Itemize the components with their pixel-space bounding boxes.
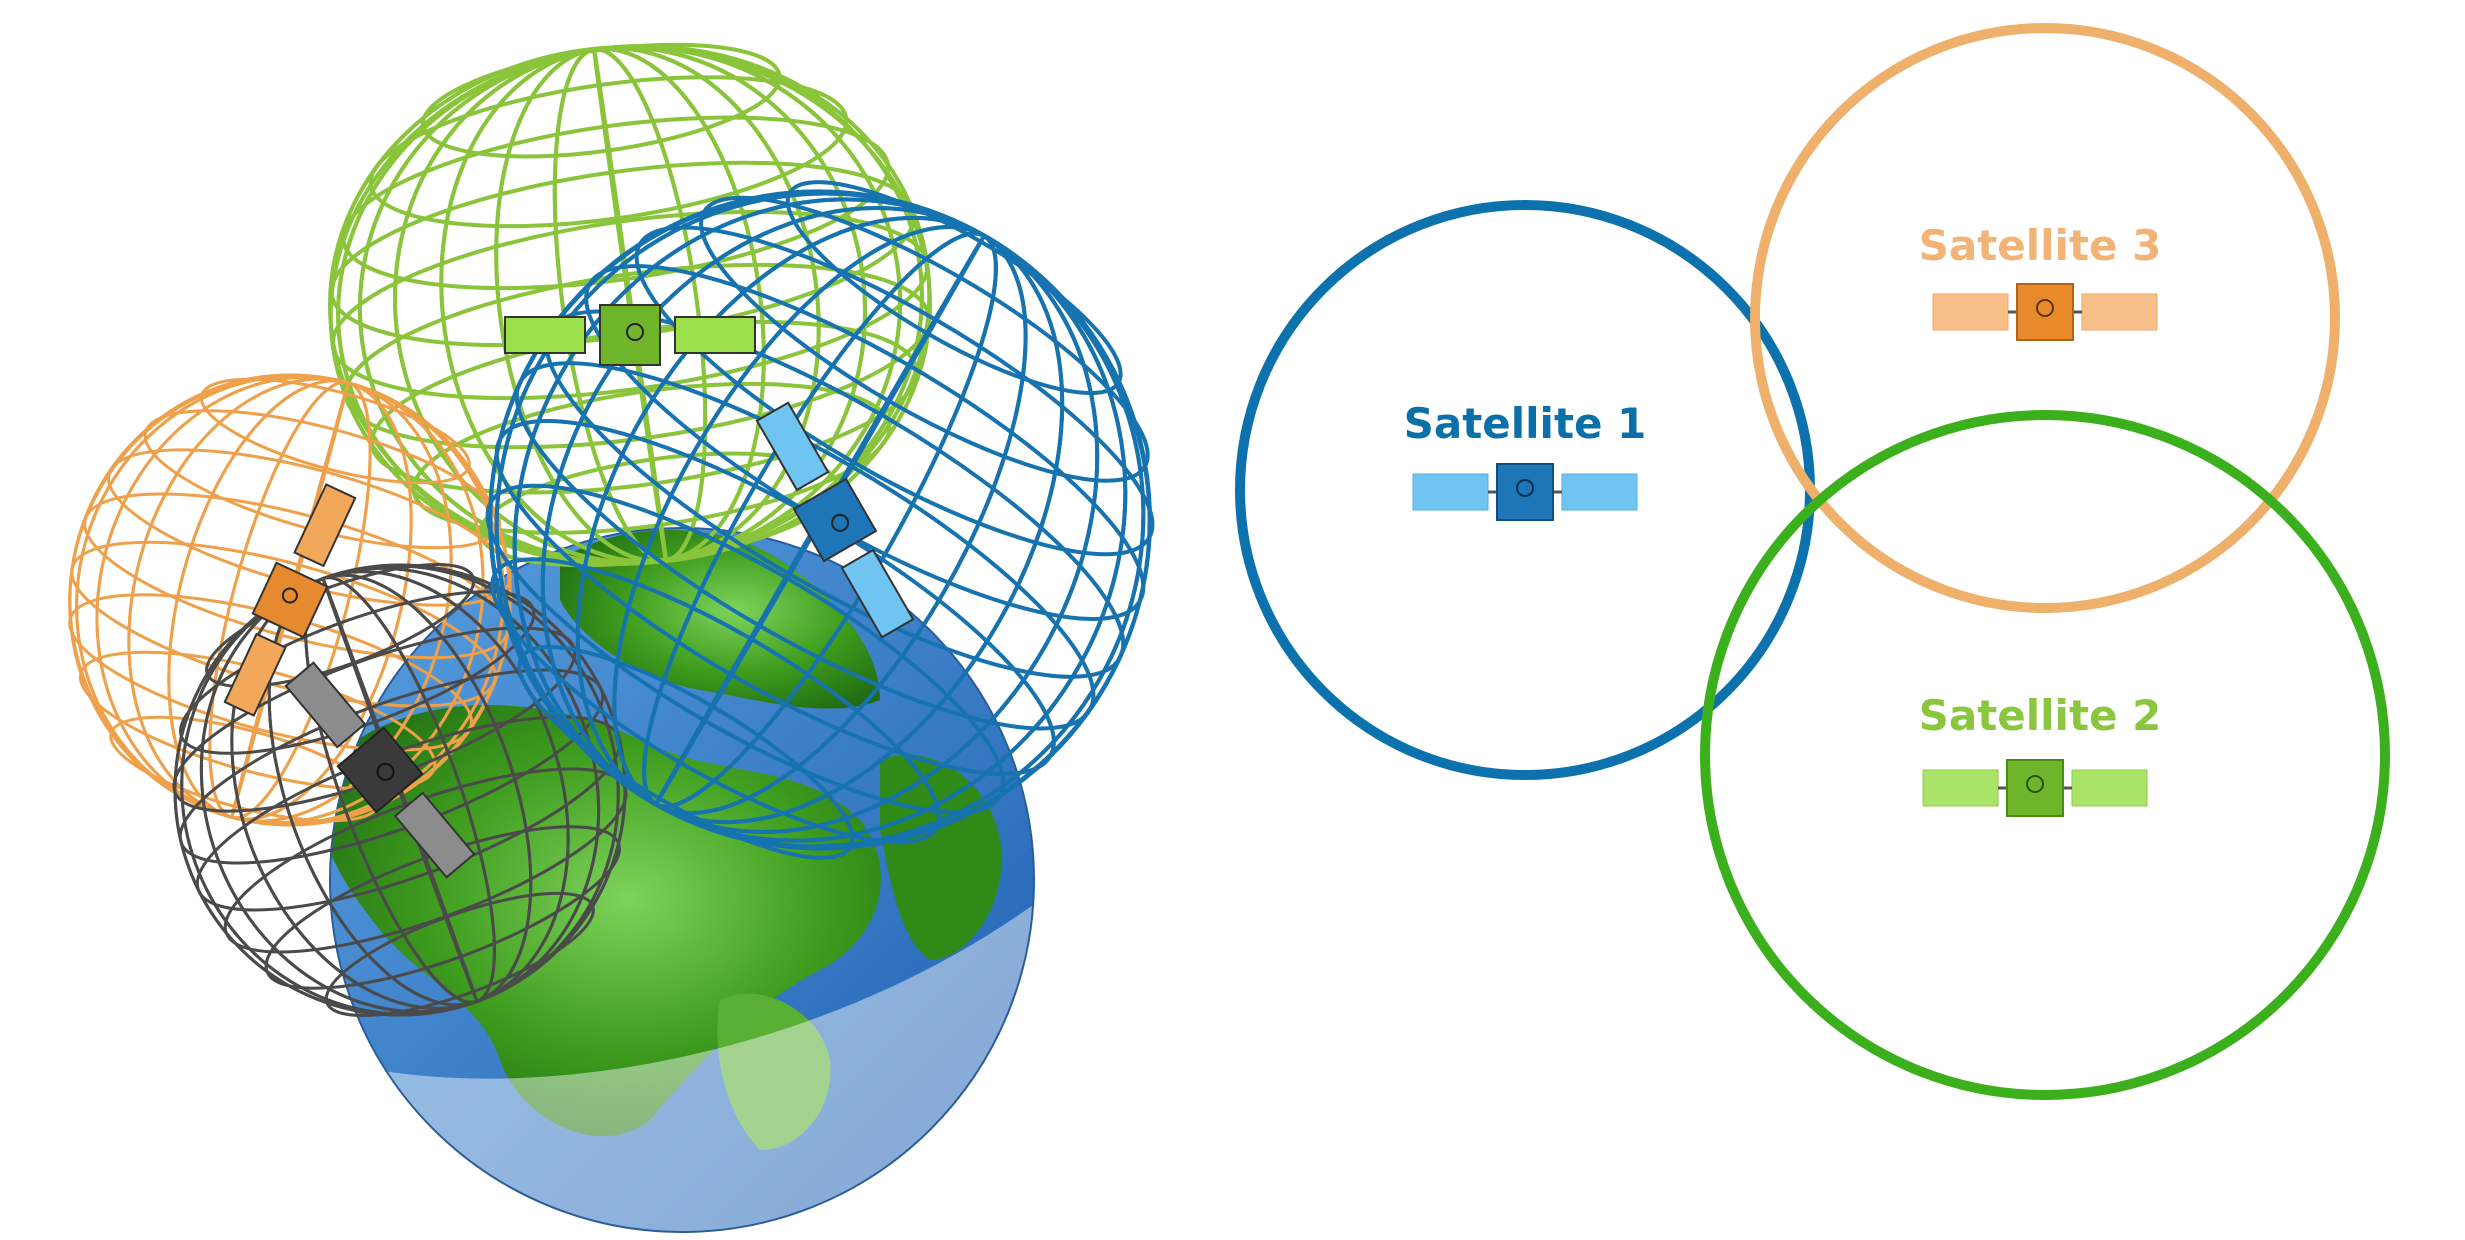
satellite-3-label: Satellite 3 <box>1919 221 2162 270</box>
satellite-globe-illustration <box>68 42 1155 1233</box>
satellite-icon <box>504 304 756 366</box>
wireframe-globe-icon <box>172 563 628 1017</box>
satellite-icon <box>223 483 357 717</box>
satellite-2-label: Satellite 2 <box>1919 691 2162 740</box>
satellite-2-range-circle <box>1700 410 2390 1100</box>
range-circles-diagram: Satellite 1 Satellite 3 Satellite 2 <box>1235 23 2390 1100</box>
satellite-icon <box>755 401 915 639</box>
satellite-icon <box>1412 463 1638 521</box>
satellite-1-label: Satellite 1 <box>1404 399 1647 448</box>
satellite-icon <box>1922 759 2148 817</box>
satellite-3-range-circle <box>1750 23 2340 613</box>
satellite-icon <box>284 661 476 879</box>
satellite-icon <box>1932 283 2158 341</box>
